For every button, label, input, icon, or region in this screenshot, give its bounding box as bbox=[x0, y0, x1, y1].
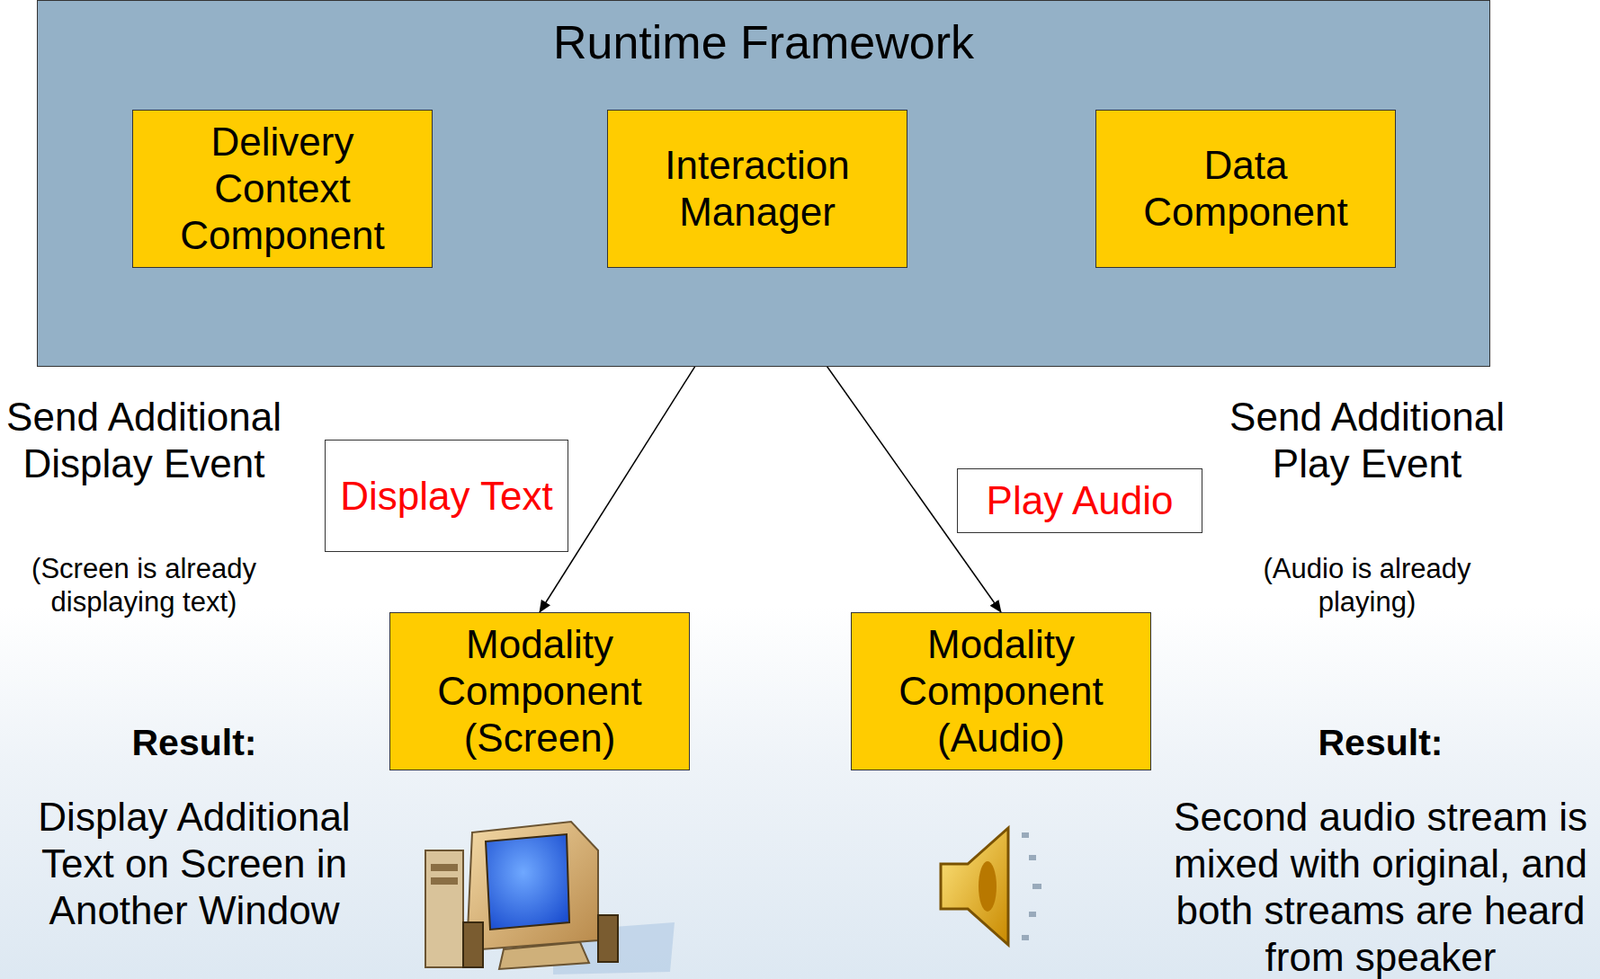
framework-band: Runtime FrameworkDelivery Context Compon… bbox=[36, 0, 1491, 367]
result-heading: Result: bbox=[59, 721, 330, 765]
node-text: Display Text bbox=[332, 473, 560, 520]
node-text: Modality Component (Audio) bbox=[851, 621, 1151, 762]
annotation-text: Send Additional Play Event bbox=[1223, 393, 1511, 488]
annotation-text: Second audio stream is mixed with origin… bbox=[1173, 794, 1588, 979]
event-box: Display Text bbox=[324, 439, 569, 553]
component-box: Interaction Manager bbox=[607, 109, 908, 269]
node-text: Data Component bbox=[1096, 142, 1395, 236]
modality-box: Modality Component (Audio) bbox=[850, 612, 1152, 771]
computer-icon bbox=[418, 814, 689, 977]
annotation-text: (Screen is already displaying text) bbox=[0, 553, 288, 619]
speaker-icon bbox=[931, 814, 1067, 959]
component-box: Delivery Context Component bbox=[132, 109, 433, 269]
node-text: Play Audio bbox=[979, 477, 1181, 525]
node-text: Modality Component (Screen) bbox=[390, 621, 689, 762]
annotation-text: Display Additional Text on Screen in Ano… bbox=[5, 794, 384, 935]
node-text: Interaction Manager bbox=[607, 142, 907, 236]
result-heading: Result: bbox=[1245, 721, 1516, 765]
node-text: Delivery Context Component bbox=[133, 118, 432, 260]
event-box: Play Audio bbox=[956, 468, 1203, 534]
modality-box: Modality Component (Screen) bbox=[389, 612, 690, 771]
annotation-text: Send Additional Display Event bbox=[0, 393, 288, 488]
node-text: Runtime Framework bbox=[37, 15, 1490, 71]
component-box: Data Component bbox=[1095, 109, 1396, 269]
annotation-text: (Audio is already playing) bbox=[1223, 553, 1511, 619]
